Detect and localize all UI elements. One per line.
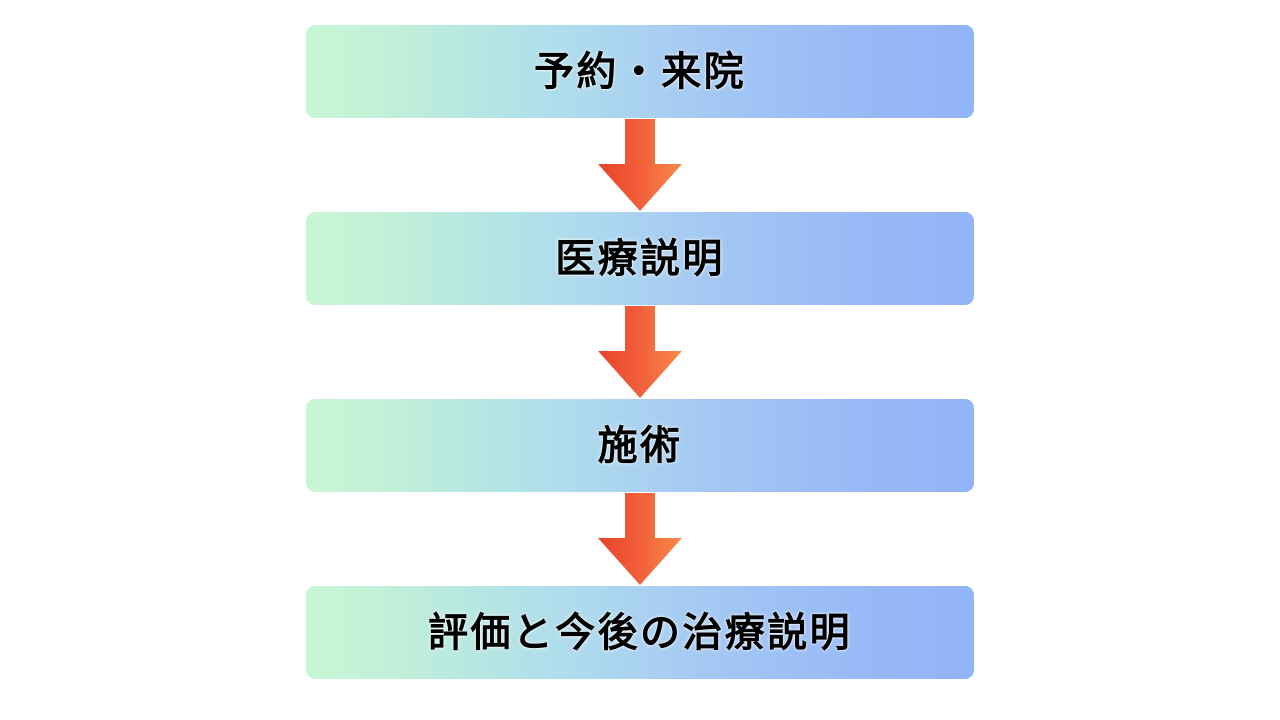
flow-step-3[interactable]: 施術: [306, 399, 974, 492]
arrow-down-icon: [598, 493, 682, 585]
arrow-down-icon: [598, 119, 682, 211]
flow-step-2-label: 医療説明: [555, 236, 725, 281]
arrow-down-icon: [598, 306, 682, 398]
flow-connector-1: [306, 118, 974, 212]
flow-step-3-label: 施術: [597, 423, 683, 468]
flowchart-step-stack: 予約・来院 医療説明: [306, 25, 974, 679]
flow-step-2[interactable]: 医療説明: [306, 212, 974, 305]
flow-connector-2: [306, 305, 974, 399]
flow-step-1-label: 予約・来院: [534, 49, 746, 94]
flow-connector-3: [306, 492, 974, 586]
flow-step-4[interactable]: 評価と今後の治療説明: [306, 586, 974, 679]
flow-step-4-label: 評価と今後の治療説明: [428, 610, 852, 655]
flow-step-1[interactable]: 予約・来院: [306, 25, 974, 118]
